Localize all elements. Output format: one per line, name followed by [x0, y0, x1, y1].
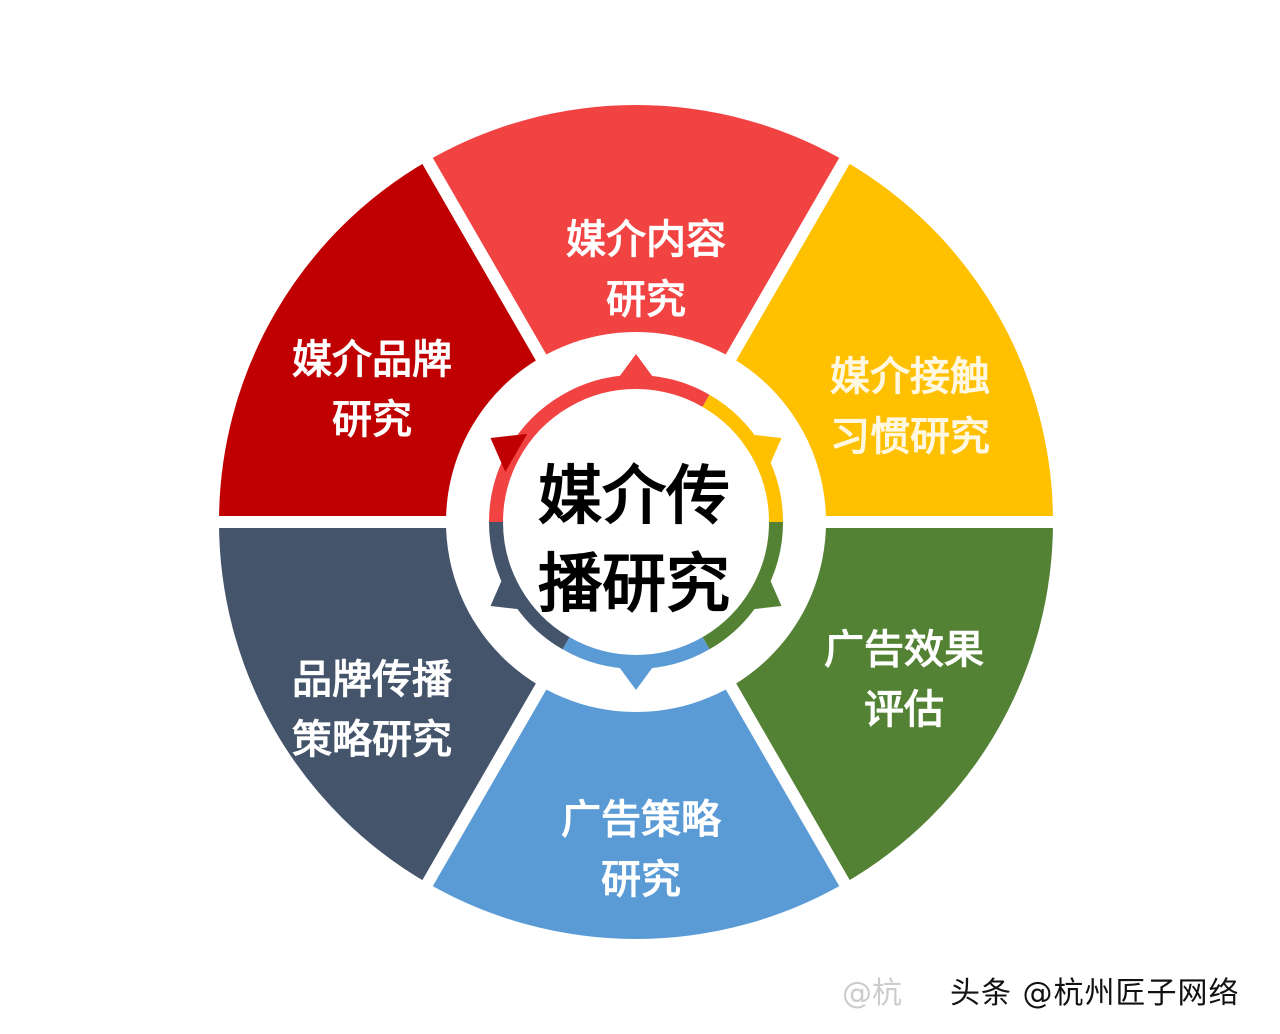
- ring-pointer-1: [744, 433, 782, 472]
- segment-4-label-2: 策略研究: [292, 716, 452, 763]
- ring-pointer-4: [490, 572, 528, 611]
- segment-0-label-2: 研究: [606, 276, 686, 323]
- segment-3-label-1: 广告策略: [561, 796, 722, 843]
- segment-0: [418, 93, 854, 528]
- ring-pointer-2: [744, 572, 782, 611]
- segment-5-label-1: 媒介品牌: [292, 336, 452, 383]
- segment-0-label-1: 媒介内容: [566, 216, 726, 263]
- segment-1-label-2: 习惯研究: [830, 413, 990, 460]
- segment-5-label-2: 研究: [332, 396, 412, 443]
- ring-pointer-3: [614, 660, 658, 690]
- center-title-line2: 播研究: [538, 548, 730, 622]
- segment-1-label-1: 媒介接触: [830, 353, 990, 400]
- segment-4-label-1: 品牌传播: [292, 656, 453, 703]
- segment-3: [418, 516, 854, 951]
- segment-3-label-2: 研究: [601, 856, 681, 903]
- center-title-line1: 媒介传: [538, 460, 730, 534]
- ring-pointer-5: [490, 433, 528, 472]
- segment-2-label-1: 广告效果: [824, 626, 984, 673]
- segment-2-label-2: 评估: [864, 686, 944, 733]
- watermark-faint: @杭: [842, 976, 902, 1011]
- ring-arc-0: [489, 375, 710, 523]
- ring-pointer-0: [614, 354, 658, 384]
- center-disk: [504, 390, 768, 654]
- watermark-text: 头条 @杭州匠子网络: [950, 976, 1240, 1011]
